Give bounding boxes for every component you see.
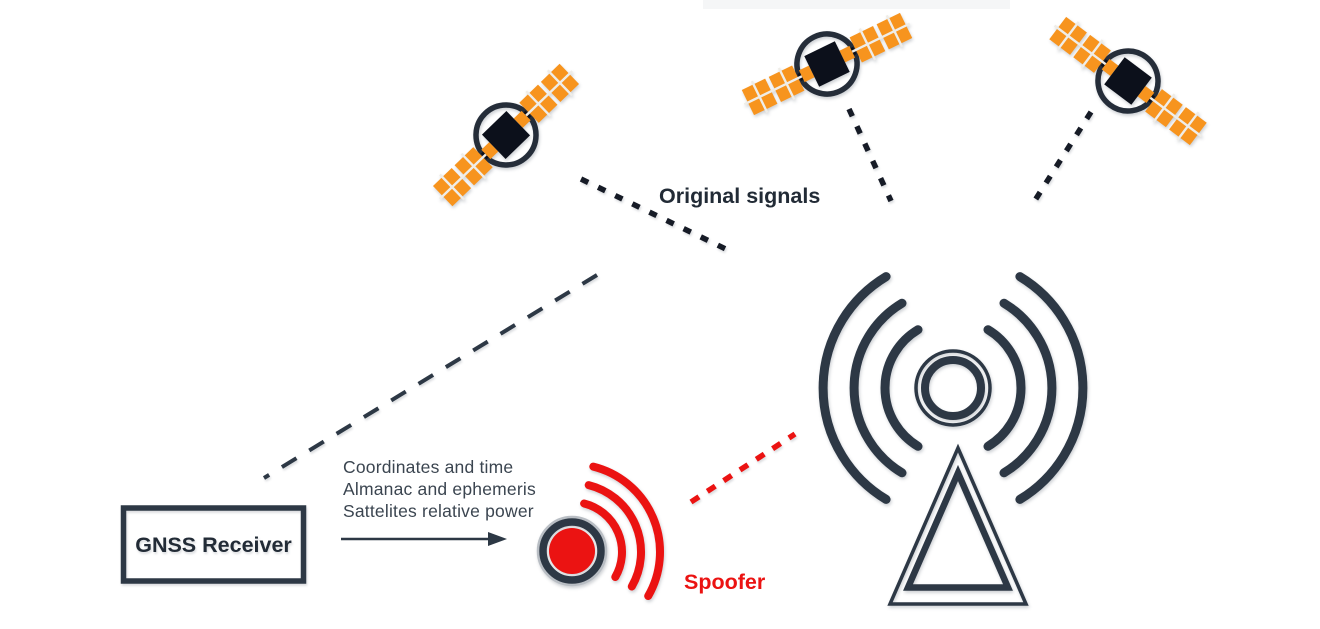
satellite-icon-3 [1036,2,1219,161]
tower-wave-left-inner [880,325,923,451]
tower-wave-left-outer [818,272,891,504]
spoofed-signal-dash-line [689,431,797,505]
signal-dash-line-2 [846,107,894,203]
top-gray-strip [703,0,1010,9]
receiver-output-line-3: Sattelites relative power [343,501,534,521]
arrow-head [488,532,507,546]
receiver-output-text: Coordinates and time Almanac and ephemer… [343,457,536,521]
spoofer-transmitter-icon [536,462,664,600]
tower-mast-inner-triangle [903,464,1013,591]
original-signals-label: Original signals [659,184,820,208]
tower-wave-right-outer [1015,272,1088,504]
tower-mast-outer-triangle [887,443,1029,606]
tower-emitter-outer-ring [914,349,992,427]
satellite-icon-2 [731,0,923,131]
spoofer-outer-ring [536,515,608,587]
receiver-to-spoofer-arrow [341,532,507,546]
spoofer-label: Spoofer [684,570,766,594]
tower-emitter-inner-ring [921,356,985,420]
tower-wave-right-middle [999,298,1057,478]
antenna-tower-icon [818,272,1088,606]
tower-wave-right-inner [983,325,1026,451]
spoofer-dark-ring [539,518,605,584]
spoofer-wave-inner [580,499,626,581]
spoofer-wave-outer [589,462,664,600]
receiver-output-line-2: Almanac and ephemeris [343,479,536,499]
receiver-output-line-1: Coordinates and time [343,457,513,477]
gnss-receiver-box: GNSS Receiver [120,505,307,584]
signal-dash-line-3 [1029,110,1094,207]
satellite-icon-1 [419,50,593,221]
spoofer-core [549,528,595,574]
tower-wave-left-middle [849,298,907,478]
receiver-signal-dash-line [262,273,599,480]
spoofer-wave-middle [584,481,645,591]
gnss-receiver-label: GNSS Receiver [135,533,292,557]
